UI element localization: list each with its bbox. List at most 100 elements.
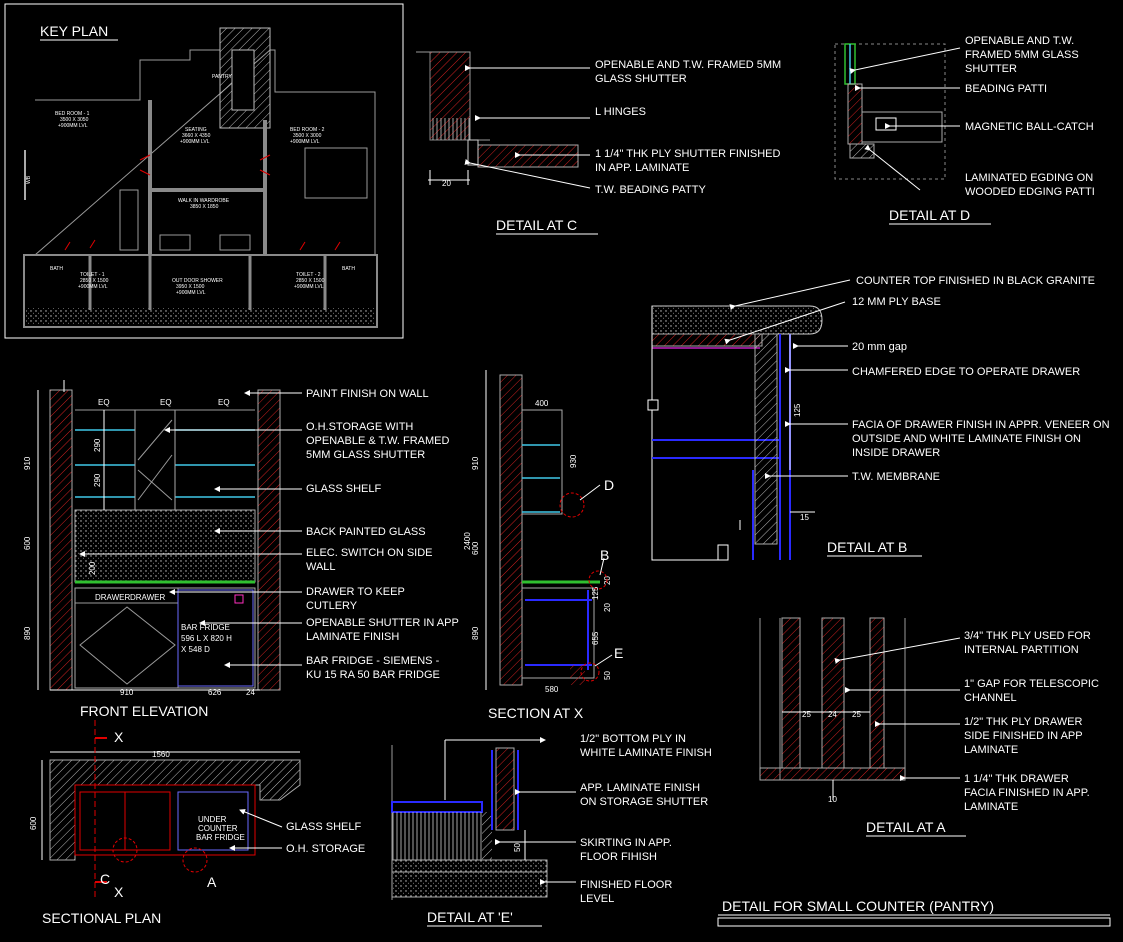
detail-c: 20 OPENABLE AND T.W. FRAMED 5MM GLASS SH… bbox=[416, 51, 781, 235]
label-key-plan-rooms-pantry: PANTRY bbox=[212, 74, 232, 80]
label-key-plan-rooms-outdoor-2: +900MM LVL bbox=[176, 290, 206, 296]
annotation-detail-d-notes-0-0: OPENABLE AND T.W. bbox=[965, 35, 1074, 47]
label-section-x-left-dims-0: 910 bbox=[471, 456, 480, 470]
annotation-detail-d-notes-0-1: FRAMED 5MM GLASS bbox=[965, 49, 1079, 61]
label-section-x-left-dims-3: 890 bbox=[471, 626, 480, 640]
label-front-elevation-bar-fridge-label-2: X 548 D bbox=[181, 645, 210, 654]
label-key-plan-rooms-toilet1-0: TOILET - 1 bbox=[80, 272, 105, 278]
annotation-front-elevation-notes-5-0: DRAWER TO KEEP bbox=[306, 586, 405, 598]
annotation-detail-c-notes-3-0: T.W. BEADING PATTY bbox=[595, 184, 706, 196]
annotation-detail-c-notes-1-0: L HINGES bbox=[595, 106, 646, 118]
label-front-elevation-left-dims-0: 910 bbox=[23, 456, 32, 470]
annotation-detail-a-notes-0-1: INTERNAL PARTITION bbox=[964, 644, 1079, 656]
label-front-elevation-eq-labels-0: EQ bbox=[98, 398, 110, 407]
annotation-detail-e-notes-2-0: SKIRTING IN APP. bbox=[580, 837, 672, 849]
annotation-sectional-plan-notes-0-0: GLASS SHELF bbox=[286, 821, 361, 833]
label-section-x-dims-0: 400 bbox=[535, 399, 549, 408]
label-sectional-plan-under-counter-label-0: UNDER bbox=[198, 815, 227, 824]
label-front-elevation-bottom-dims-0: 910 bbox=[120, 688, 134, 697]
annotation-detail-b-notes-4-0: FACIA OF DRAWER FINISH IN APPR. VENEER O… bbox=[852, 419, 1110, 431]
annotation-detail-a-notes-3-0: 1 1/4" THK DRAWER bbox=[964, 773, 1069, 785]
detail-c-title: DETAIL AT C bbox=[496, 217, 577, 233]
label-front-elevation-inner-dims-0: 290 bbox=[93, 438, 102, 452]
annotation-detail-c-notes-2-1: IN APP. LAMINATE bbox=[595, 162, 689, 174]
label-detail-b-dims-0: 125 bbox=[793, 403, 802, 417]
label-key-plan-rooms-toilet2-1: 2850 X 1500 bbox=[296, 278, 325, 284]
annotation-detail-e-notes-0-1: WHITE LAMINATE FINISH bbox=[580, 747, 712, 759]
annotation-detail-d-notes-0-2: SHUTTER bbox=[965, 63, 1017, 75]
label-sectional-plan-dims-0: 1560 bbox=[152, 750, 170, 759]
annotation-detail-b-notes-1-0: 12 MM PLY BASE bbox=[852, 296, 941, 308]
callout-a: A bbox=[207, 874, 217, 890]
label-front-elevation-inner-dims-1: 290 bbox=[93, 473, 102, 487]
label-section-x-dims-4: 20 bbox=[603, 603, 612, 612]
annotation-detail-e-notes-3-0: FINISHED FLOOR bbox=[580, 879, 672, 891]
label-front-elevation-eq-labels-2: EQ bbox=[218, 398, 230, 407]
annotation-detail-e-notes-0-0: 1/2" BOTTOM PLY IN bbox=[580, 733, 686, 745]
detail-b: 125 15 COUNTER TOP FINISHED IN BLACK GRA… bbox=[647, 275, 1110, 561]
label-key-plan-rooms-toilet2-2: +900MM LVL bbox=[294, 284, 324, 290]
label-detail-a-dims-1: 24 bbox=[828, 710, 837, 719]
label-front-elevation-drawer-labels-0: DRAWER bbox=[95, 593, 130, 602]
detail-a: 25 24 25 10 3/4" THK PLY USED FOR INTERN… bbox=[759, 617, 1099, 837]
label-section-x-dims-1: 930 bbox=[569, 454, 578, 468]
annotation-detail-a-notes-0-0: 3/4" THK PLY USED FOR bbox=[964, 630, 1091, 642]
label-key-plan-rooms-bath-l: BATH bbox=[50, 266, 63, 272]
front-elevation-title: FRONT ELEVATION bbox=[80, 703, 208, 719]
annotation-detail-e-notes-1-0: APP. LAMINATE FINISH bbox=[580, 782, 700, 794]
annotation-front-elevation-notes-1-1: OPENABLE & T.W. FRAMED bbox=[306, 435, 449, 447]
annotation-detail-b-notes-4-2: INSIDE DRAWER bbox=[852, 447, 940, 459]
callout-c: C bbox=[100, 871, 110, 887]
annotation-front-elevation-notes-1-2: 5MM GLASS SHUTTER bbox=[306, 449, 425, 461]
annotation-front-elevation-notes-1-0: O.H.STORAGE WITH bbox=[306, 421, 413, 433]
label-key-plan-rooms-bed1-2: +900MM LVL bbox=[58, 123, 88, 129]
annotation-front-elevation-notes-7-0: BAR FRIDGE - SIEMENS - bbox=[306, 655, 440, 667]
annotation-front-elevation-notes-2-0: GLASS SHELF bbox=[306, 483, 381, 495]
label-key-plan-rooms-bed2-2: +900MM LVL bbox=[290, 139, 320, 145]
label-key-plan-rooms-outdoor-0: OUT DOOR SHOWER bbox=[172, 278, 223, 284]
detail-a-title: DETAIL AT A bbox=[866, 819, 946, 835]
label-section-x-left-dims-2: 600 bbox=[471, 541, 480, 555]
annotation-detail-b-notes-5-0: T.W. MEMBRANE bbox=[852, 471, 940, 483]
label-key-plan-rooms-wb: WB bbox=[26, 175, 32, 184]
label-key-plan-rooms-toilet1-2: +900MM LVL bbox=[78, 284, 108, 290]
annotation-detail-a-notes-2-1: SIDE FINISHED IN APP bbox=[964, 730, 1083, 742]
label-key-plan-rooms-seating-1: 3660 X 4350 bbox=[182, 133, 211, 139]
annotation-detail-a-notes-1-1: CHANNEL bbox=[964, 692, 1017, 704]
annotation-front-elevation-notes-0-0: PAINT FINISH ON WALL bbox=[306, 388, 429, 400]
sheet-title-block: DETAIL FOR SMALL COUNTER (PANTRY) bbox=[717, 898, 1111, 927]
annotation-front-elevation-notes-6-0: OPENABLE SHUTTER IN APP bbox=[306, 617, 459, 629]
label-section-x-dims-2: 20 bbox=[603, 576, 612, 585]
label-key-plan-rooms-bed1-0: BED ROOM - 1 bbox=[55, 111, 90, 117]
annotation-sectional-plan-notes-1-0: O.H. STORAGE bbox=[286, 843, 365, 855]
key-plan-frame bbox=[4, 3, 404, 339]
label-key-plan-rooms-seating-0: SEATING bbox=[185, 127, 207, 133]
label-key-plan-rooms-bed1-1: 3500 X 3050 bbox=[60, 117, 89, 123]
callout-e: E bbox=[614, 645, 623, 661]
annotation-detail-a-notes-1-0: 1" GAP FOR TELESCOPIC bbox=[964, 678, 1099, 690]
annotation-detail-a-notes-2-2: LAMINATE bbox=[964, 744, 1018, 756]
label-front-elevation-bottom-dims-1: 626 bbox=[208, 688, 222, 697]
annotation-front-elevation-notes-7-1: KU 15 RA 50 BAR FRIDGE bbox=[306, 669, 440, 681]
label-sectional-plan-dims-1: 600 bbox=[29, 816, 38, 830]
annotation-detail-c-notes-2-0: 1 1/4" THK PLY SHUTTER FINISHED bbox=[595, 148, 781, 160]
annotation-detail-e-notes-2-1: FLOOR FIHISH bbox=[580, 851, 657, 863]
annotation-detail-e-notes-1-1: ON STORAGE SHUTTER bbox=[580, 796, 708, 808]
annotation-front-elevation-notes-3-0: BACK PAINTED GLASS bbox=[306, 526, 426, 538]
key-plan: KEY PLAN BED ROOM - 1 3500 X 3050 +900MM… bbox=[4, 3, 404, 339]
annotation-detail-a-notes-2-0: 1/2" THK PLY DRAWER bbox=[964, 716, 1082, 728]
sheet-title: DETAIL FOR SMALL COUNTER (PANTRY) bbox=[722, 898, 994, 914]
section-x-title: SECTION AT X bbox=[488, 705, 584, 721]
label-key-plan-rooms-seating-2: +900MM LVL bbox=[180, 139, 210, 145]
sectional-plan-title: SECTIONAL PLAN bbox=[42, 910, 161, 926]
annotation-front-elevation-notes-4-1: WALL bbox=[306, 561, 336, 573]
section-mark-x-bottom: X bbox=[114, 884, 124, 900]
label-front-elevation-left-dims-2: 890 bbox=[23, 626, 32, 640]
label-key-plan-rooms-toilet2-0: TOILET - 2 bbox=[296, 272, 321, 278]
label-key-plan-rooms-walkin-1: 3850 X 1850 bbox=[190, 204, 219, 210]
label-key-plan-rooms-walkin-0: WALK IN WARDROBE bbox=[178, 198, 230, 204]
annotation-front-elevation-notes-6-1: LAMINATE FINISH bbox=[306, 631, 399, 643]
label-section-x-dims-3: 125 bbox=[591, 586, 600, 600]
label-sectional-plan-under-counter-label-1: COUNTER bbox=[198, 824, 238, 833]
annotation-detail-b-notes-2-0: 20 mm gap bbox=[852, 341, 907, 353]
